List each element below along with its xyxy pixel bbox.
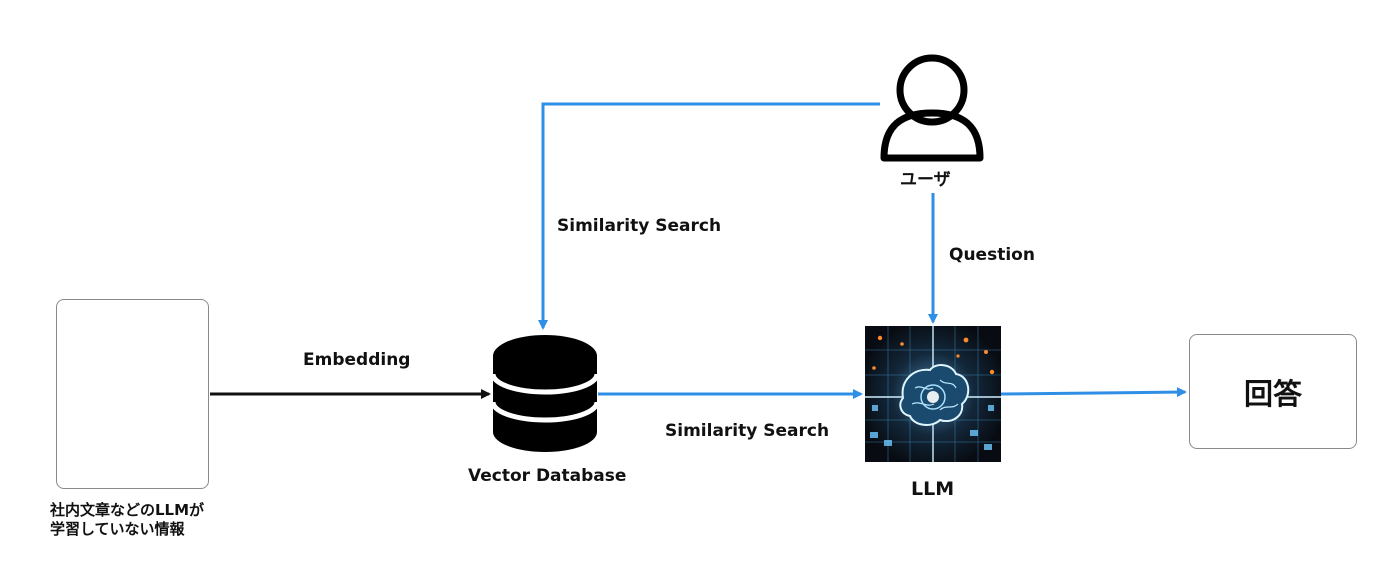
llm-label: LLM <box>911 478 955 500</box>
similarity-search-top-label: Similarity Search <box>557 216 722 236</box>
question-label: Question <box>949 245 1035 265</box>
brain-circuit-icon <box>865 326 1001 462</box>
source-document-box <box>56 299 209 489</box>
source-caption-line-1: 社内文章などのLLMが <box>50 501 205 519</box>
user-icon <box>880 54 984 162</box>
source-caption-line-2: 学習していない情報 <box>50 520 185 538</box>
answer-box: 回答 <box>1189 334 1357 449</box>
answer-label: 回答 <box>1243 376 1302 411</box>
vector-database-label: Vector Database <box>468 466 627 486</box>
database-icon <box>490 335 600 452</box>
llm-to-answer-connector <box>1000 387 1187 398</box>
user-to-database-connector <box>538 102 880 330</box>
source-document-caption: 社内文章などのLLMが 学習していない情報 <box>50 501 204 539</box>
embedding-label: Embedding <box>303 350 411 370</box>
user-label: ユーザ <box>900 170 951 190</box>
similarity-search-bottom-label: Similarity Search <box>665 421 830 441</box>
